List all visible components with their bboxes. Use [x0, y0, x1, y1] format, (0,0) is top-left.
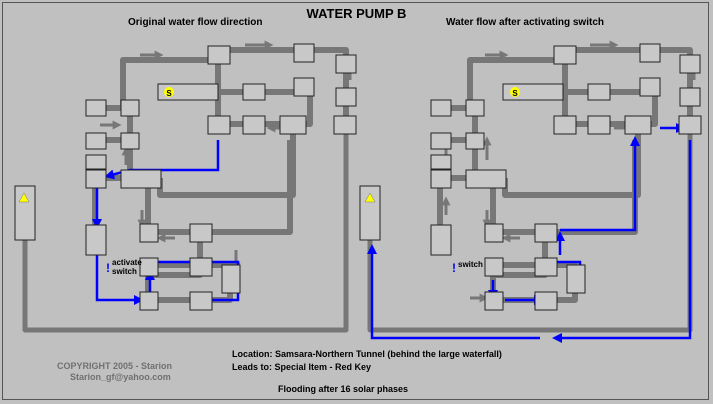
left-exit-marker-icon	[18, 192, 30, 203]
map-frame	[2, 2, 709, 400]
right-switch-mark: !	[452, 261, 456, 275]
right-exit-marker-icon	[364, 192, 376, 203]
right-start-marker-icon	[510, 87, 520, 97]
left-switch-label-line1: activate	[112, 258, 142, 267]
right-junction-boxes	[359, 43, 702, 311]
map-title: WATER PUMP B	[306, 6, 407, 21]
left-switch-label-line2: switch	[112, 267, 137, 276]
left-exit-chamber	[14, 185, 36, 241]
location-text: Location: Samsara-Northern Tunnel (behin…	[232, 349, 502, 359]
leads-to-text: Leads to: Special Item - Red Key	[232, 362, 372, 372]
left-diagram: S ! activate switch	[14, 40, 357, 333]
right-exit-chamber	[359, 185, 381, 241]
email-text: Starion_gf@yahoo.com	[70, 372, 171, 382]
right-switch-label: switch	[458, 260, 483, 269]
right-diagram-heading: Water flow after activating switch	[446, 17, 604, 28]
flooding-text: Flooding after 16 solar phases	[278, 384, 409, 394]
right-start-marker-label: S	[512, 89, 518, 98]
right-water-flow	[367, 123, 692, 343]
start-chamber	[157, 83, 219, 101]
left-switch-mark: !	[106, 261, 110, 275]
left-diagram-heading: Original water flow direction	[128, 17, 263, 28]
copyright-text: COPYRIGHT 2005 - Starion	[57, 361, 173, 371]
right-diagram: S ! switch	[359, 40, 702, 343]
left-start-marker-icon	[164, 87, 174, 97]
left-start-marker-label: S	[166, 89, 172, 98]
left-junction-boxes	[14, 43, 357, 311]
